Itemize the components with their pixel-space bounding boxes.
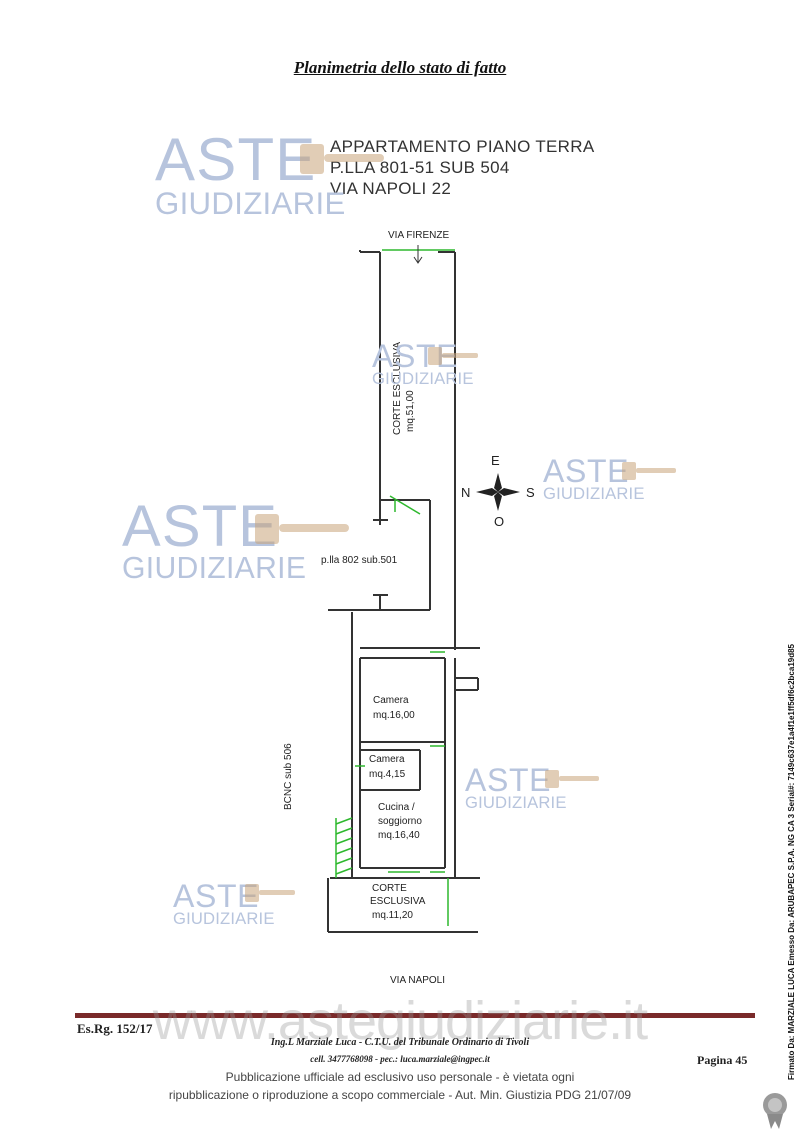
url-watermark: www.astegiudiziarie.it: [152, 991, 648, 1051]
property-line-3: VIA NAPOLI 22: [330, 179, 452, 198]
room-camera-1-area: mq.16,00: [373, 710, 415, 721]
seal-icon: [763, 1093, 787, 1129]
contacts-line: cell. 3477768098 - pec.: luca.marziale@i…: [310, 1054, 490, 1064]
watermark-word-2: GIUDIZIARIE: [372, 368, 474, 388]
aste-watermark: ASTE GIUDIZIARIE: [543, 455, 645, 502]
room-camera-2-area: mq.4,15: [369, 769, 406, 780]
gavel-icon: [428, 347, 478, 365]
compass-west-label: O: [494, 514, 505, 529]
aste-watermark: ASTE GIUDIZIARIE: [155, 130, 346, 219]
compass-north-label: N: [461, 485, 471, 500]
watermark-word-2: GIUDIZIARIE: [122, 551, 307, 585]
watermark-word-2: GIUDIZIARIE: [465, 792, 567, 812]
property-line-1: APPARTAMENTO PIANO TERRA: [330, 137, 595, 156]
property-line-2: P.LLA 801-51 SUB 504: [330, 158, 510, 177]
watermark-word-1: ASTE: [155, 126, 317, 193]
watermark-word-1: ASTE: [543, 453, 630, 489]
digital-signature: Firmato Da: MARZIALE LUCA Emesso Da: ARU…: [787, 643, 796, 1080]
neighbor-parcel-label: p.lla 802 sub.501: [321, 555, 398, 566]
compass-rose: [476, 473, 520, 511]
footer-divider: [75, 1013, 755, 1018]
disclaimer-line-2: ripubblicazione o riproduzione a scopo c…: [168, 1088, 632, 1102]
corte-bottom-name-1: CORTE: [372, 883, 407, 894]
room-kitchen-name: Cucina /: [378, 802, 415, 813]
room-kitchen-name-2: soggiorno: [378, 816, 422, 827]
gavel-icon: [622, 462, 676, 480]
aste-watermark: ASTE GIUDIZIARIE: [465, 764, 567, 811]
street-top-label: VIA FIRENZE: [388, 230, 450, 241]
compass-south-label: S: [526, 485, 535, 500]
watermark-word-2: GIUDIZIARIE: [155, 185, 346, 221]
room-camera-2-name: Camera: [369, 754, 405, 765]
compass-east-label: E: [491, 453, 500, 468]
corte-bottom-area: mq.11,20: [372, 910, 413, 921]
property-heading: APPARTAMENTO PIANO TERRA P.LLA 801-51 SU…: [330, 136, 594, 199]
gavel-icon: [300, 144, 384, 174]
case-number: Es.Rg. 152/17: [77, 1021, 153, 1036]
aste-watermark: ASTE GIUDIZIARIE: [173, 880, 275, 927]
watermark-word-1: ASTE: [122, 494, 279, 559]
watermark-word-1: ASTE: [173, 878, 260, 914]
gavel-icon: [545, 770, 599, 788]
watermark-word-2: GIUDIZIARIE: [543, 483, 645, 503]
author-line: Ing.L Marziale Luca - C.T.U. del Tribuna…: [270, 1037, 530, 1048]
aste-watermark: ASTE GIUDIZIARIE: [122, 498, 306, 584]
corte-bottom-name-2: ESCLUSIVA: [370, 896, 426, 907]
page-number: Pagina 45: [697, 1053, 748, 1067]
room-camera-1-name: Camera: [373, 695, 409, 706]
disclaimer-line-1: Pubblicazione ufficiale ad esclusivo uso…: [225, 1070, 575, 1084]
street-bottom-label: VIA NAPOLI: [390, 975, 446, 986]
room-kitchen-area: mq.16,40: [378, 830, 420, 841]
page-title: Planimetria dello stato di fatto: [293, 58, 507, 77]
watermark-word-2: GIUDIZIARIE: [173, 908, 275, 928]
watermark-word-1: ASTE: [465, 762, 552, 798]
gavel-icon: [245, 884, 295, 902]
gavel-icon: [255, 514, 349, 544]
